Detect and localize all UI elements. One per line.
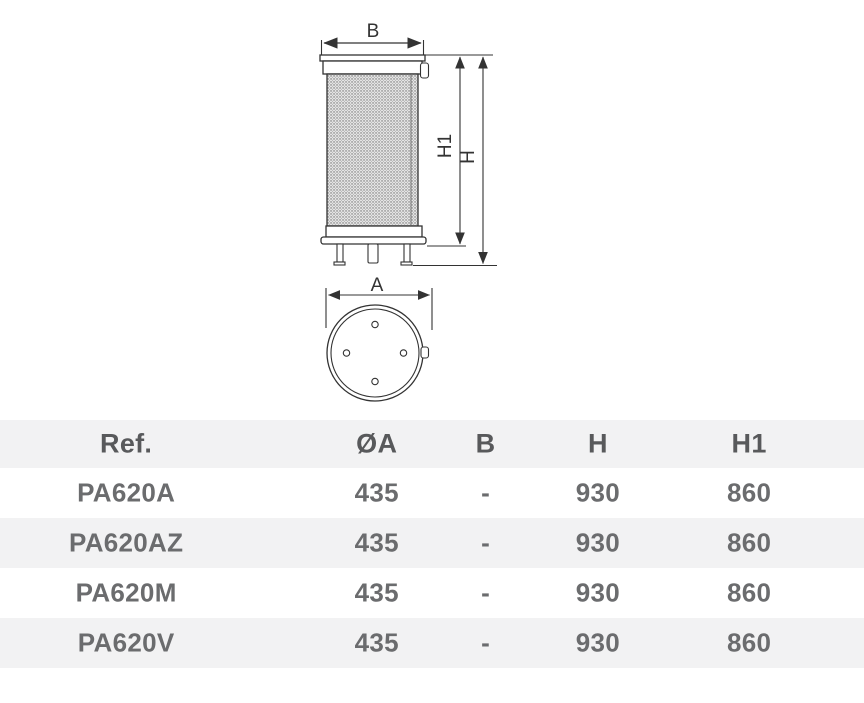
foot-right [400, 261, 413, 266]
cell-oa: 435 [354, 477, 399, 508]
bolt-hole-right [399, 349, 408, 357]
table-row: PA620M 435 - 930 860 [0, 568, 864, 618]
dimension-a [325, 288, 433, 330]
cell-ref: PA620A [77, 477, 176, 508]
cell-b: - [481, 527, 491, 558]
cell-h1: 860 [726, 527, 772, 558]
col-header-ref: Ref. [100, 428, 153, 459]
cell-oa: 435 [354, 577, 399, 608]
col-header-h1: H1 [731, 428, 767, 459]
col-header-b: B [475, 428, 496, 459]
bolt-hole-left [342, 349, 351, 357]
technical-drawing: B H1 H A [319, 21, 497, 402]
table-row: PA620V 435 - 930 860 [0, 618, 864, 668]
spec-table: Ref. ØA B H H1 PA620A 435 - 930 860 PA62… [0, 420, 864, 668]
cell-ref: PA620M [75, 577, 177, 608]
dim-label-h: H [458, 150, 479, 164]
bolt-holes [342, 320, 408, 386]
dim-label-h1: H1 [435, 134, 456, 158]
cell-oa: 435 [354, 627, 399, 658]
cell-h: 930 [575, 627, 621, 658]
base-flange [320, 236, 427, 245]
dim-label-b: B [367, 21, 380, 42]
legs [333, 243, 413, 266]
leg-left [336, 243, 344, 263]
bolt-hole-bottom [371, 377, 379, 386]
top-collar [322, 60, 423, 75]
leg-center [367, 243, 379, 264]
cell-ref: PA620V [77, 627, 175, 658]
cell-h: 930 [575, 577, 621, 608]
cell-h1: 860 [726, 627, 772, 658]
cell-h: 930 [575, 527, 621, 558]
bottom-collar [325, 225, 423, 238]
dimension-b [320, 37, 425, 56]
filter-mesh-body [326, 73, 419, 227]
side-view [319, 37, 497, 267]
table-row: PA620A 435 - 930 860 [0, 468, 864, 518]
table-header-row: Ref. ØA B H H1 [0, 420, 864, 468]
outer-circle [326, 304, 424, 402]
cell-h: 930 [575, 477, 621, 508]
cell-b: - [481, 577, 491, 608]
cell-b: - [481, 627, 491, 658]
cell-h1: 860 [726, 577, 772, 608]
col-header-h: H [587, 428, 608, 459]
top-lip [319, 54, 426, 62]
cell-ref: PA620AZ [68, 527, 184, 558]
dim-label-a: A [371, 275, 384, 296]
mounting-clip [419, 62, 430, 79]
foot-left [333, 261, 346, 266]
inner-circle [330, 308, 420, 398]
cell-oa: 435 [354, 527, 399, 558]
cell-b: - [481, 477, 491, 508]
dimension-heights [413, 54, 497, 267]
bolt-hole-top [371, 320, 379, 329]
cell-h1: 860 [726, 477, 772, 508]
table-row: PA620AZ 435 - 930 860 [0, 518, 864, 568]
col-header-oa: ØA [356, 428, 398, 459]
leg-right [403, 243, 411, 263]
clip-tab [420, 346, 430, 359]
bottom-view [325, 288, 433, 402]
